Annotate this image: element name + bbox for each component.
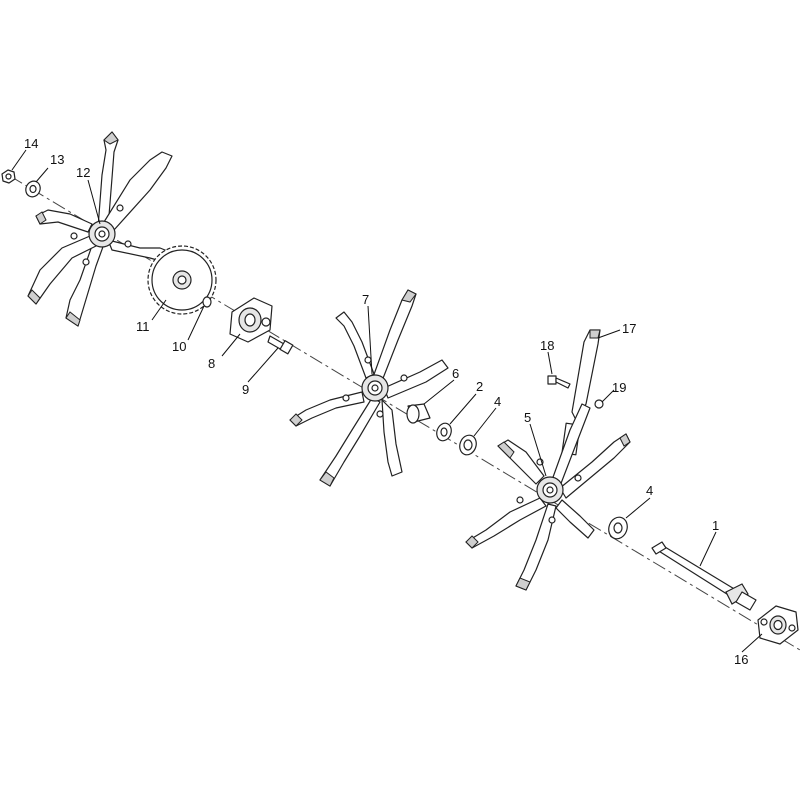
callout-2: 2 — [476, 379, 483, 394]
leader-14 — [11, 149, 27, 171]
leader-18 — [547, 351, 553, 375]
leader-4a — [473, 407, 497, 437]
tine-rotor-right — [465, 403, 631, 591]
part-14-nut — [1, 169, 16, 184]
leader-16 — [741, 633, 763, 653]
callout-labels: 14 13 12 11 10 8 9 7 6 2 4 5 18 17 19 4 … — [24, 136, 748, 667]
part-11-sprocket — [147, 245, 217, 315]
callout-18: 18 — [540, 338, 554, 353]
part-4-washer-b — [608, 516, 628, 540]
leader-lines — [11, 149, 763, 653]
callout-12: 12 — [76, 165, 90, 180]
leader-13 — [35, 167, 49, 183]
callout-4b: 4 — [646, 483, 653, 498]
leader-2 — [449, 393, 477, 425]
leader-6 — [423, 379, 455, 405]
leader-12 — [87, 179, 101, 225]
leader-9 — [247, 347, 279, 383]
leader-1 — [699, 531, 717, 567]
callout-17: 17 — [622, 321, 636, 336]
leader-17 — [597, 329, 621, 339]
callout-5: 5 — [524, 410, 531, 425]
callout-16: 16 — [734, 652, 748, 667]
leader-5 — [529, 423, 547, 477]
part-18-bolt — [547, 375, 571, 389]
leader-11 — [151, 299, 167, 321]
leader-10 — [187, 305, 205, 341]
part-6-bushing — [406, 403, 431, 424]
callout-19: 19 — [612, 380, 626, 395]
part-13-washer — [25, 180, 41, 198]
leader-8 — [221, 333, 241, 357]
callout-14: 14 — [24, 136, 38, 151]
part-16-flange — [757, 605, 799, 645]
part-9-bolt — [267, 335, 294, 355]
callout-9: 9 — [242, 382, 249, 397]
callout-8: 8 — [208, 356, 215, 371]
callout-11: 11 — [136, 319, 150, 334]
leader-19 — [601, 389, 615, 403]
callout-1: 1 — [712, 518, 719, 533]
leader-4b — [625, 497, 651, 519]
part-19-nut — [594, 399, 604, 409]
callout-4a: 4 — [494, 394, 501, 409]
callout-13: 13 — [50, 152, 64, 167]
tine-rotor-center — [289, 289, 449, 487]
callout-6: 6 — [452, 366, 459, 381]
callout-7: 7 — [362, 292, 369, 307]
part-1-shaft — [651, 541, 757, 611]
callout-10: 10 — [172, 339, 186, 354]
part-10-spacer — [202, 296, 212, 308]
part-4-washer-a — [459, 434, 477, 456]
tine-rotor-left — [27, 131, 173, 327]
part-2-washer — [436, 422, 452, 442]
part-8-bearing — [229, 297, 273, 343]
leader-7 — [367, 305, 373, 375]
